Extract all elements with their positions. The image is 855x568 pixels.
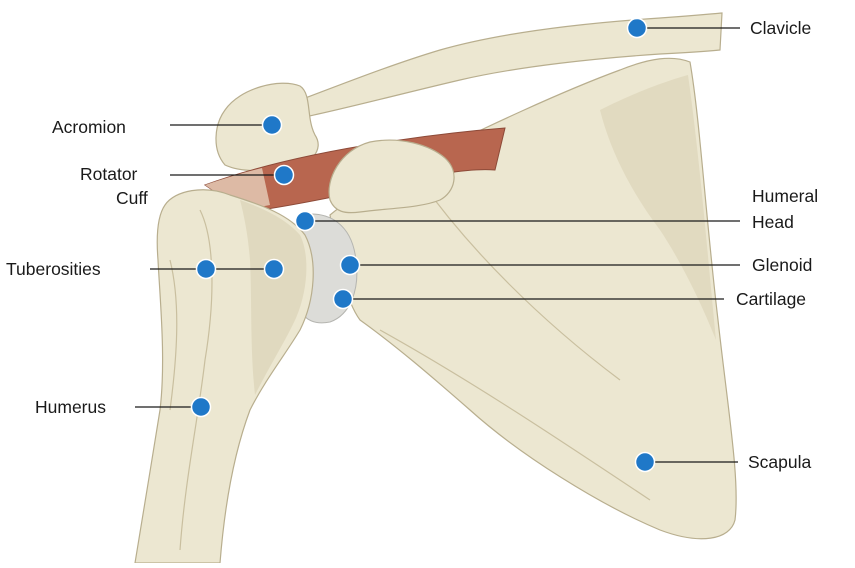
label-acromion: Acromion: [52, 117, 126, 137]
marker-rotator-cuff: [275, 166, 294, 185]
label-rotator-cuff-line2: Cuff: [116, 188, 148, 208]
marker-scapula: [636, 453, 655, 472]
label-tuberosities: Tuberosities: [6, 259, 101, 279]
label-humeral-head-line2: Head: [752, 212, 794, 232]
marker-cartilage: [334, 290, 353, 309]
label-rotator-cuff-line1: Rotator: [80, 164, 138, 184]
marker-clavicle: [628, 19, 647, 38]
marker-tuberosity-2: [265, 260, 284, 279]
label-cartilage: Cartilage: [736, 289, 806, 309]
label-glenoid: Glenoid: [752, 255, 812, 275]
label-clavicle: Clavicle: [750, 18, 811, 38]
marker-humerus: [192, 398, 211, 417]
label-scapula: Scapula: [748, 452, 812, 472]
label-humeral-head-line1: Humeral: [752, 186, 818, 206]
anatomy-illustration: [135, 13, 736, 563]
marker-glenoid: [341, 256, 360, 275]
marker-humeral-head: [296, 212, 315, 231]
label-humerus: Humerus: [35, 397, 106, 417]
marker-tuberosity-1: [197, 260, 216, 279]
marker-acromion: [263, 116, 282, 135]
